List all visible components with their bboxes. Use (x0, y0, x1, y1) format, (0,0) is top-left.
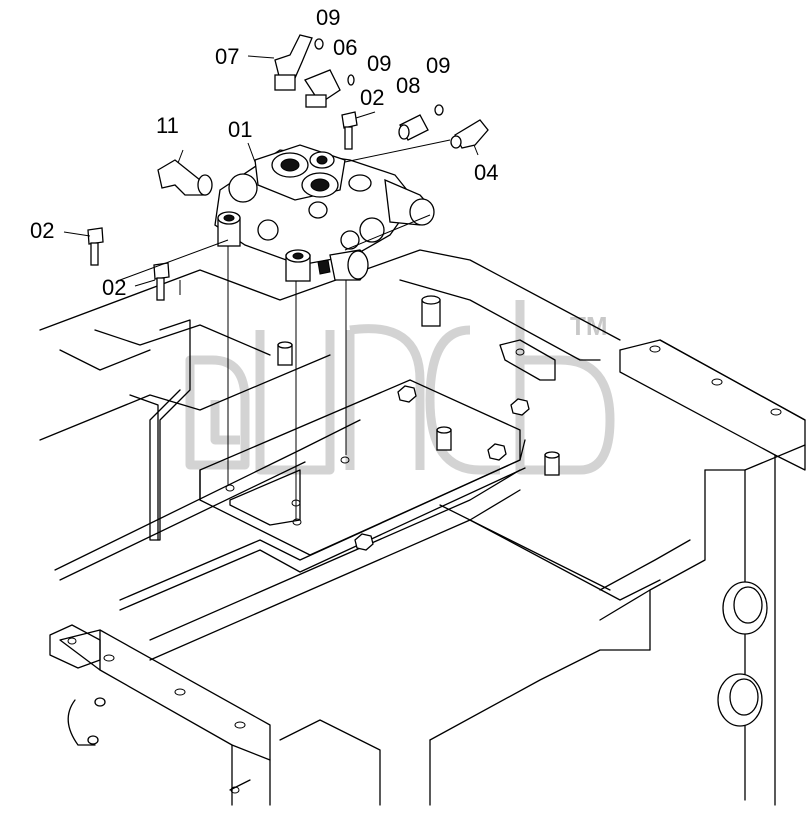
callout-02-left: 02 (30, 218, 54, 243)
fitting-07 (274, 34, 313, 91)
o-ring-09-c (434, 104, 444, 116)
callout-04: 04 (474, 160, 498, 185)
callout-01: 01 (228, 117, 252, 142)
bolt-02-c (153, 262, 170, 301)
leader-lines (63, 55, 479, 287)
callout-02-lower: 02 (102, 275, 126, 300)
o-ring-09-a (314, 38, 324, 50)
machine-frame (39, 240, 806, 806)
callout-09-right: 09 (426, 53, 450, 78)
fitting-06 (304, 69, 341, 108)
fitting-04 (450, 119, 489, 149)
callout-labels: 09 07 06 09 09 02 08 11 01 04 02 02 (30, 5, 498, 300)
callout-11: 11 (156, 113, 179, 138)
callout-06: 06 (333, 35, 357, 60)
fitting-11-elbow (157, 159, 213, 196)
fitting-08 (398, 114, 429, 141)
bolt-02-b (87, 227, 104, 266)
watermark-logo: TM (185, 300, 615, 475)
control-valve-assembly (214, 144, 435, 282)
callout-02-upper: 02 (360, 85, 384, 110)
trademark-symbol: TM (570, 311, 608, 341)
callout-08: 08 (396, 73, 420, 98)
callout-09-top: 09 (316, 5, 340, 30)
o-ring-09-b (347, 74, 355, 86)
callout-09-mid: 09 (367, 51, 391, 76)
bolt-02-a (341, 111, 358, 150)
callout-07: 07 (215, 44, 239, 69)
